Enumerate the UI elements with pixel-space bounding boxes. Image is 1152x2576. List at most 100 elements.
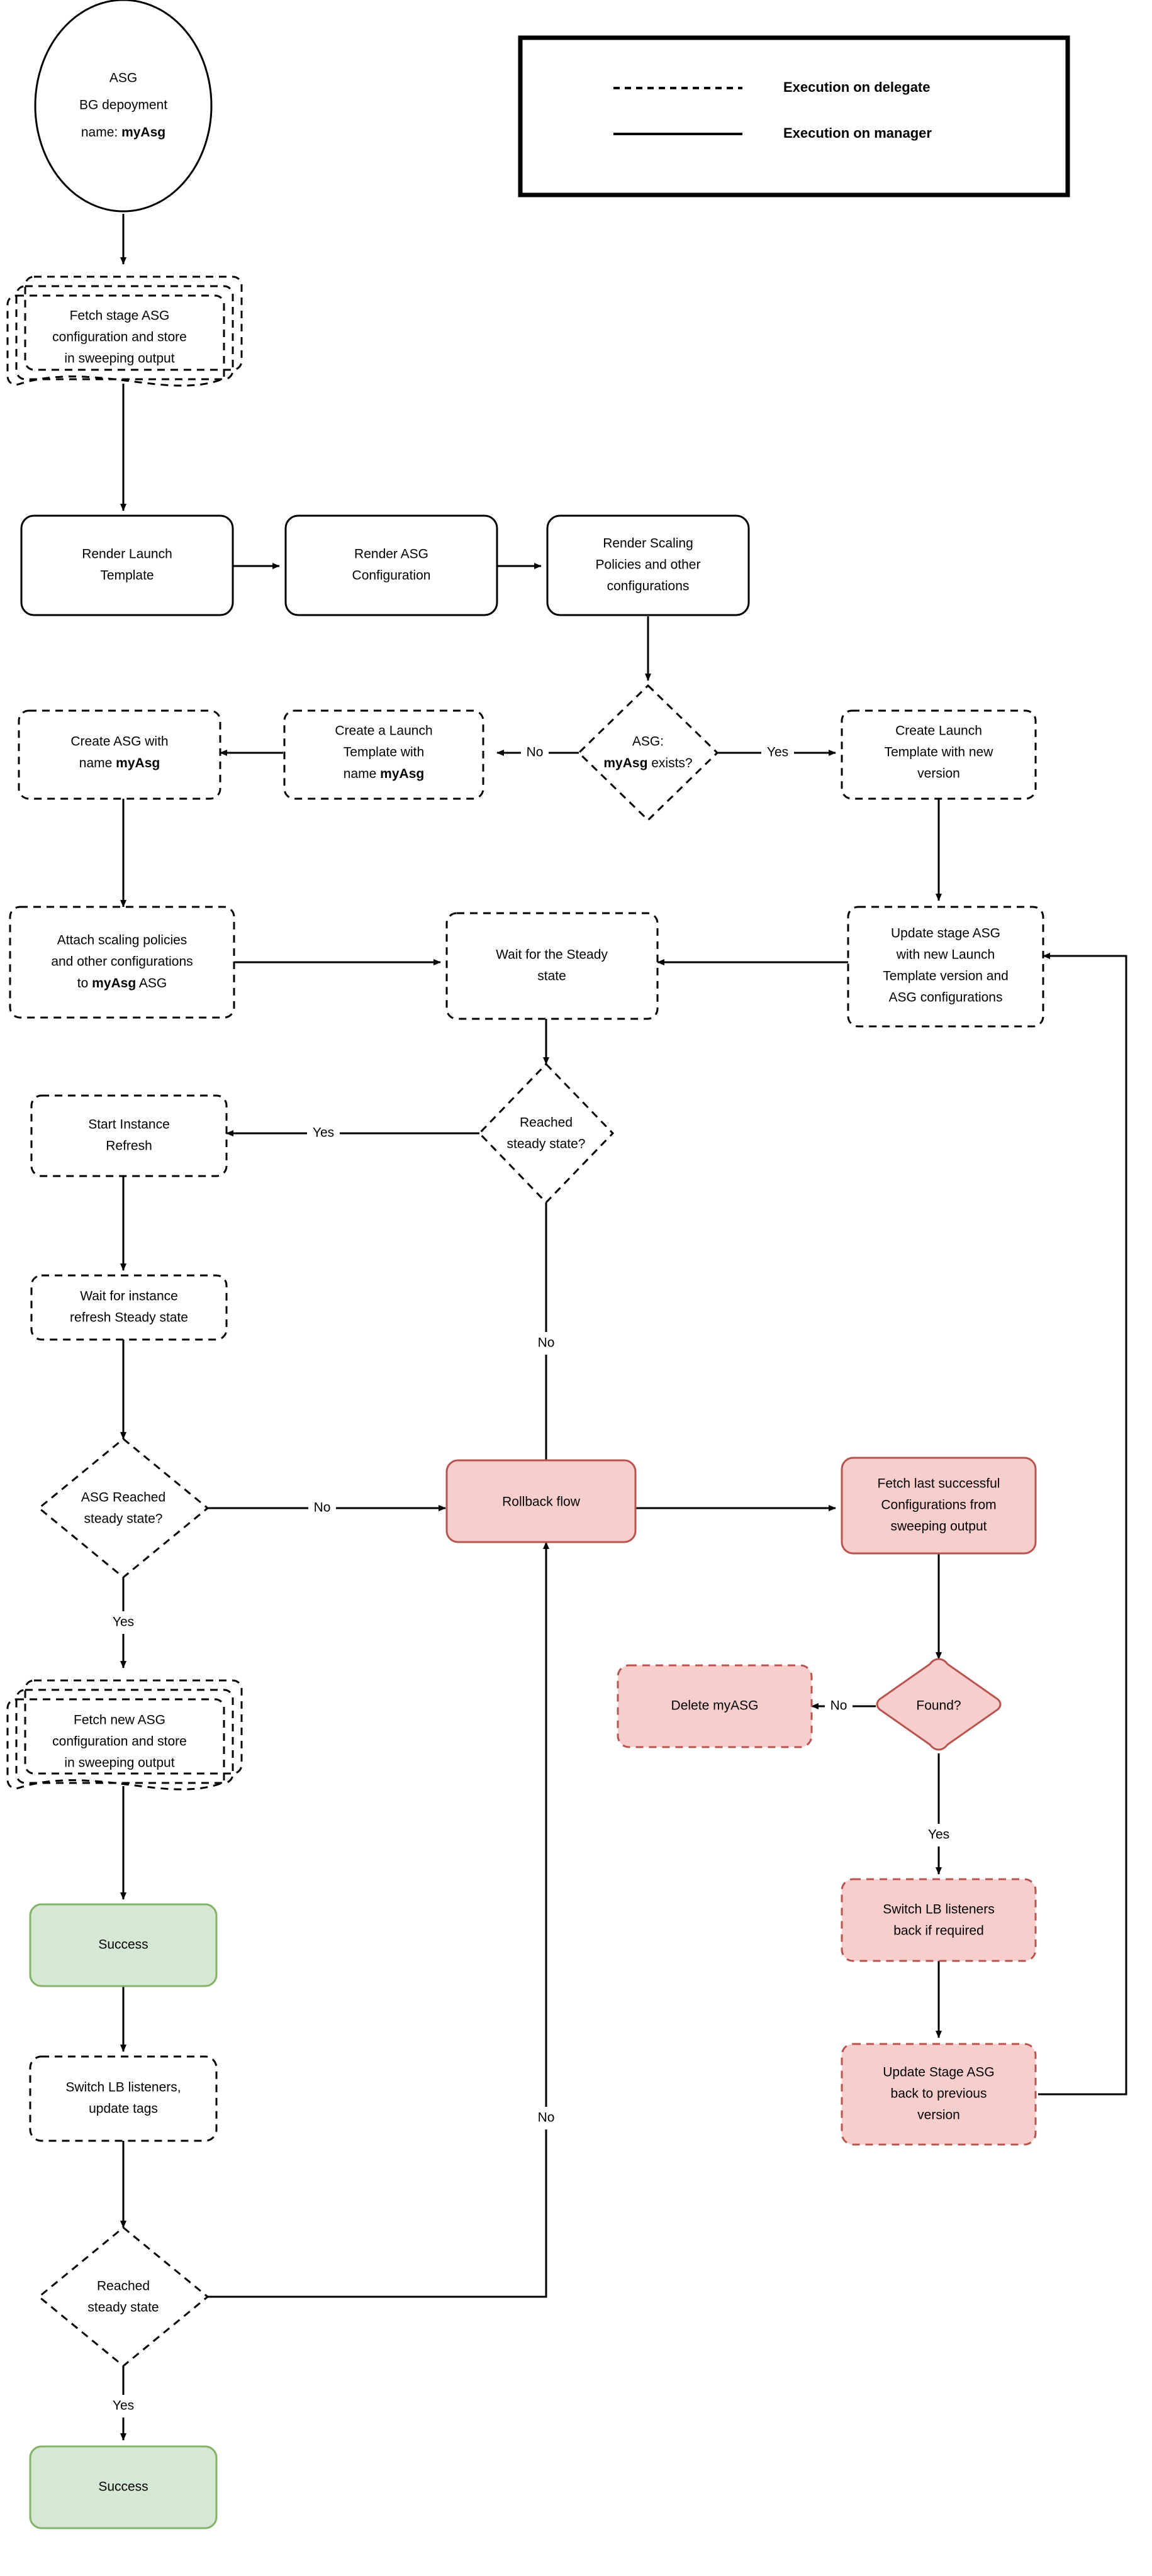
start-refresh-line2: Refresh	[106, 1139, 152, 1153]
label-bg-bottomsteady-no	[532, 2107, 560, 2129]
edge-label-asgsteady-yes: Yes	[113, 1615, 134, 1629]
node-asg-reached-steady-decision[interactable]: ASG Reached steady state?	[37, 1438, 210, 1579]
create-lt-myasg-line3: name myAsg	[344, 767, 424, 781]
reached-bottom-line2: steady state	[87, 2301, 159, 2315]
start-ellipse[interactable]	[34, 0, 213, 213]
wait-instance-refresh-box[interactable]	[30, 1274, 228, 1341]
create-lt-new-version-box[interactable]	[841, 709, 1037, 800]
label-bg-exists-yes	[761, 741, 794, 764]
label-bg-asgsteady-yes	[107, 1611, 140, 1634]
node-success-bottom[interactable]: Success	[29, 2445, 218, 2529]
delete-myasg-box[interactable]	[617, 1664, 813, 1748]
render-lt-line2: Template	[100, 569, 154, 583]
rollback-flow-box[interactable]	[445, 1459, 637, 1543]
fetch-stage-line3: in sweeping output	[64, 352, 174, 366]
fetch-new-line2: configuration and store	[52, 1735, 187, 1749]
render-scaling-line1: Render Scaling	[603, 536, 693, 551]
create-lt-myasg-line2: Template with	[344, 745, 424, 760]
switch-lb-tags-box[interactable]	[29, 2055, 218, 2142]
legend: Execution on delegate Execution on manag…	[518, 35, 1070, 197]
node-fetch-new-asg-config[interactable]: Fetch new ASG configuration and store in…	[6, 1679, 243, 1790]
node-start-instance-refresh[interactable]: Start Instance Refresh	[30, 1094, 228, 1177]
update-stage-line2: with new Launch	[896, 948, 995, 962]
edge-label-found-yes: Yes	[928, 1828, 949, 1842]
node-switch-lb-back[interactable]: Switch LB listeners back if required	[841, 1878, 1037, 1962]
fetch-last-successful-box[interactable]	[841, 1457, 1037, 1555]
success-top-box[interactable]	[29, 1903, 218, 1987]
node-reached-steady-bottom[interactable]: Reached steady state	[37, 2226, 210, 2367]
node-attach-scaling-policies[interactable]: Attach scaling policies and other config…	[9, 906, 235, 1019]
update-stage-back-box[interactable]	[841, 2043, 1037, 2146]
node-create-launch-template-myasg[interactable]: Create a Launch Template with name myAsg	[283, 709, 484, 800]
fetch-new-line1: Fetch new ASG	[74, 1713, 165, 1728]
start-instance-refresh-box[interactable]	[30, 1094, 228, 1177]
render-asg-line1: Render ASG	[354, 547, 428, 562]
start-line2: BG depoyment	[79, 98, 167, 113]
create-lt-new-line2: Template with new	[885, 745, 994, 760]
edge-label-bottomsteady-no: No	[538, 2111, 555, 2125]
rollback-flow-label: Rollback flow	[502, 1495, 581, 1509]
reached-steady-diamond[interactable]	[478, 1062, 615, 1204]
asg-exists-diamond[interactable]	[577, 684, 719, 822]
node-create-launch-template-new-version[interactable]: Create Launch Template with new version	[841, 709, 1037, 800]
node-found-decision[interactable]: Found?	[876, 1658, 1002, 1751]
render-launch-template-box[interactable]	[20, 514, 234, 616]
node-switch-lb-update-tags[interactable]: Switch LB listeners, update tags	[29, 2055, 218, 2142]
wait-refresh-line2: refresh Steady state	[70, 1311, 188, 1325]
fetch-new-doc-front	[6, 1698, 225, 1790]
update-stage-asg-box[interactable]	[847, 906, 1044, 1028]
create-asg-myasg-box[interactable]	[18, 709, 221, 800]
node-success-top[interactable]: Success	[29, 1903, 218, 1987]
label-bg-steady-yes	[307, 1122, 340, 1145]
fetch-stage-line1: Fetch stage ASG	[70, 309, 170, 323]
node-rollback-flow[interactable]: Rollback flow	[445, 1459, 637, 1543]
edge-updateback-to-updatestage	[1038, 953, 1127, 2096]
label-bg-exists-no	[521, 741, 549, 764]
create-lt-new-line3: version	[917, 767, 960, 781]
node-wait-for-steady-state[interactable]: Wait for the Steady state	[445, 912, 659, 1020]
success-bottom-label: Success	[98, 2480, 148, 2494]
update-back-line2: back to previous	[891, 2087, 987, 2101]
node-reached-steady-state-decision[interactable]: Reached steady state?	[478, 1062, 615, 1204]
success-bottom-box[interactable]	[29, 2445, 218, 2529]
edge-label-exists-no: No	[527, 745, 544, 760]
node-fetch-stage-asg[interactable]: Fetch stage ASG configuration and store …	[6, 275, 243, 387]
render-scaling-line3: configurations	[607, 579, 690, 594]
attach-line3: to myAsg ASG	[77, 976, 167, 991]
render-asg-line2: Configuration	[352, 569, 431, 583]
switch-lb-back-line2: back if required	[893, 1924, 984, 1938]
create-asg-line2: name myAsg	[79, 756, 160, 770]
node-fetch-last-successful[interactable]: Fetch last successful Configurations fro…	[841, 1457, 1037, 1555]
update-back-line3: version	[917, 2108, 960, 2123]
attach-scaling-box[interactable]	[9, 906, 235, 1019]
node-update-stage-back[interactable]: Update Stage ASG back to previous versio…	[841, 2043, 1037, 2146]
asg-reached-steady-diamond[interactable]	[37, 1438, 210, 1579]
render-asg-config-box[interactable]	[284, 514, 498, 616]
legend-manager-label: Execution on manager	[783, 125, 932, 141]
node-render-asg-configuration[interactable]: Render ASG Configuration	[284, 514, 498, 616]
render-scaling-line2: Policies and other	[596, 558, 701, 572]
create-lt-myasg-box[interactable]	[283, 709, 484, 800]
render-scaling-box[interactable]	[546, 514, 750, 616]
node-render-launch-template[interactable]: Render Launch Template	[20, 514, 234, 616]
node-update-stage-asg[interactable]: Update stage ASG with new Launch Templat…	[847, 906, 1044, 1028]
wait-steady-line2: state	[537, 969, 566, 984]
found-diamond[interactable]	[876, 1658, 1002, 1751]
switch-lb-tags-line2: update tags	[89, 2102, 158, 2116]
node-render-scaling-policies[interactable]: Render Scaling Policies and other config…	[546, 514, 750, 616]
edge-label-exists-yes: Yes	[767, 745, 788, 760]
switch-lb-back-box[interactable]	[841, 1878, 1037, 1962]
node-delete-myasg[interactable]: Delete myASG	[617, 1664, 813, 1748]
node-asg-exists-decision[interactable]: ASG: myAsg exists?	[577, 684, 719, 822]
switch-lb-back-line1: Switch LB listeners	[883, 1902, 994, 1917]
node-start[interactable]: ASG BG depoyment name: myAsg	[34, 0, 213, 213]
attach-line2: and other configurations	[51, 955, 193, 969]
edge-label-asgsteady-no: No	[314, 1501, 331, 1515]
node-wait-instance-refresh[interactable]: Wait for instance refresh Steady state	[30, 1274, 228, 1341]
update-stage-line1: Update stage ASG	[891, 926, 1000, 941]
start-refresh-line1: Start Instance	[88, 1118, 170, 1132]
reached-steady-bottom-diamond[interactable]	[37, 2226, 210, 2367]
node-create-asg-myasg[interactable]: Create ASG with name myAsg	[18, 709, 221, 800]
wait-steady-box[interactable]	[445, 912, 659, 1020]
